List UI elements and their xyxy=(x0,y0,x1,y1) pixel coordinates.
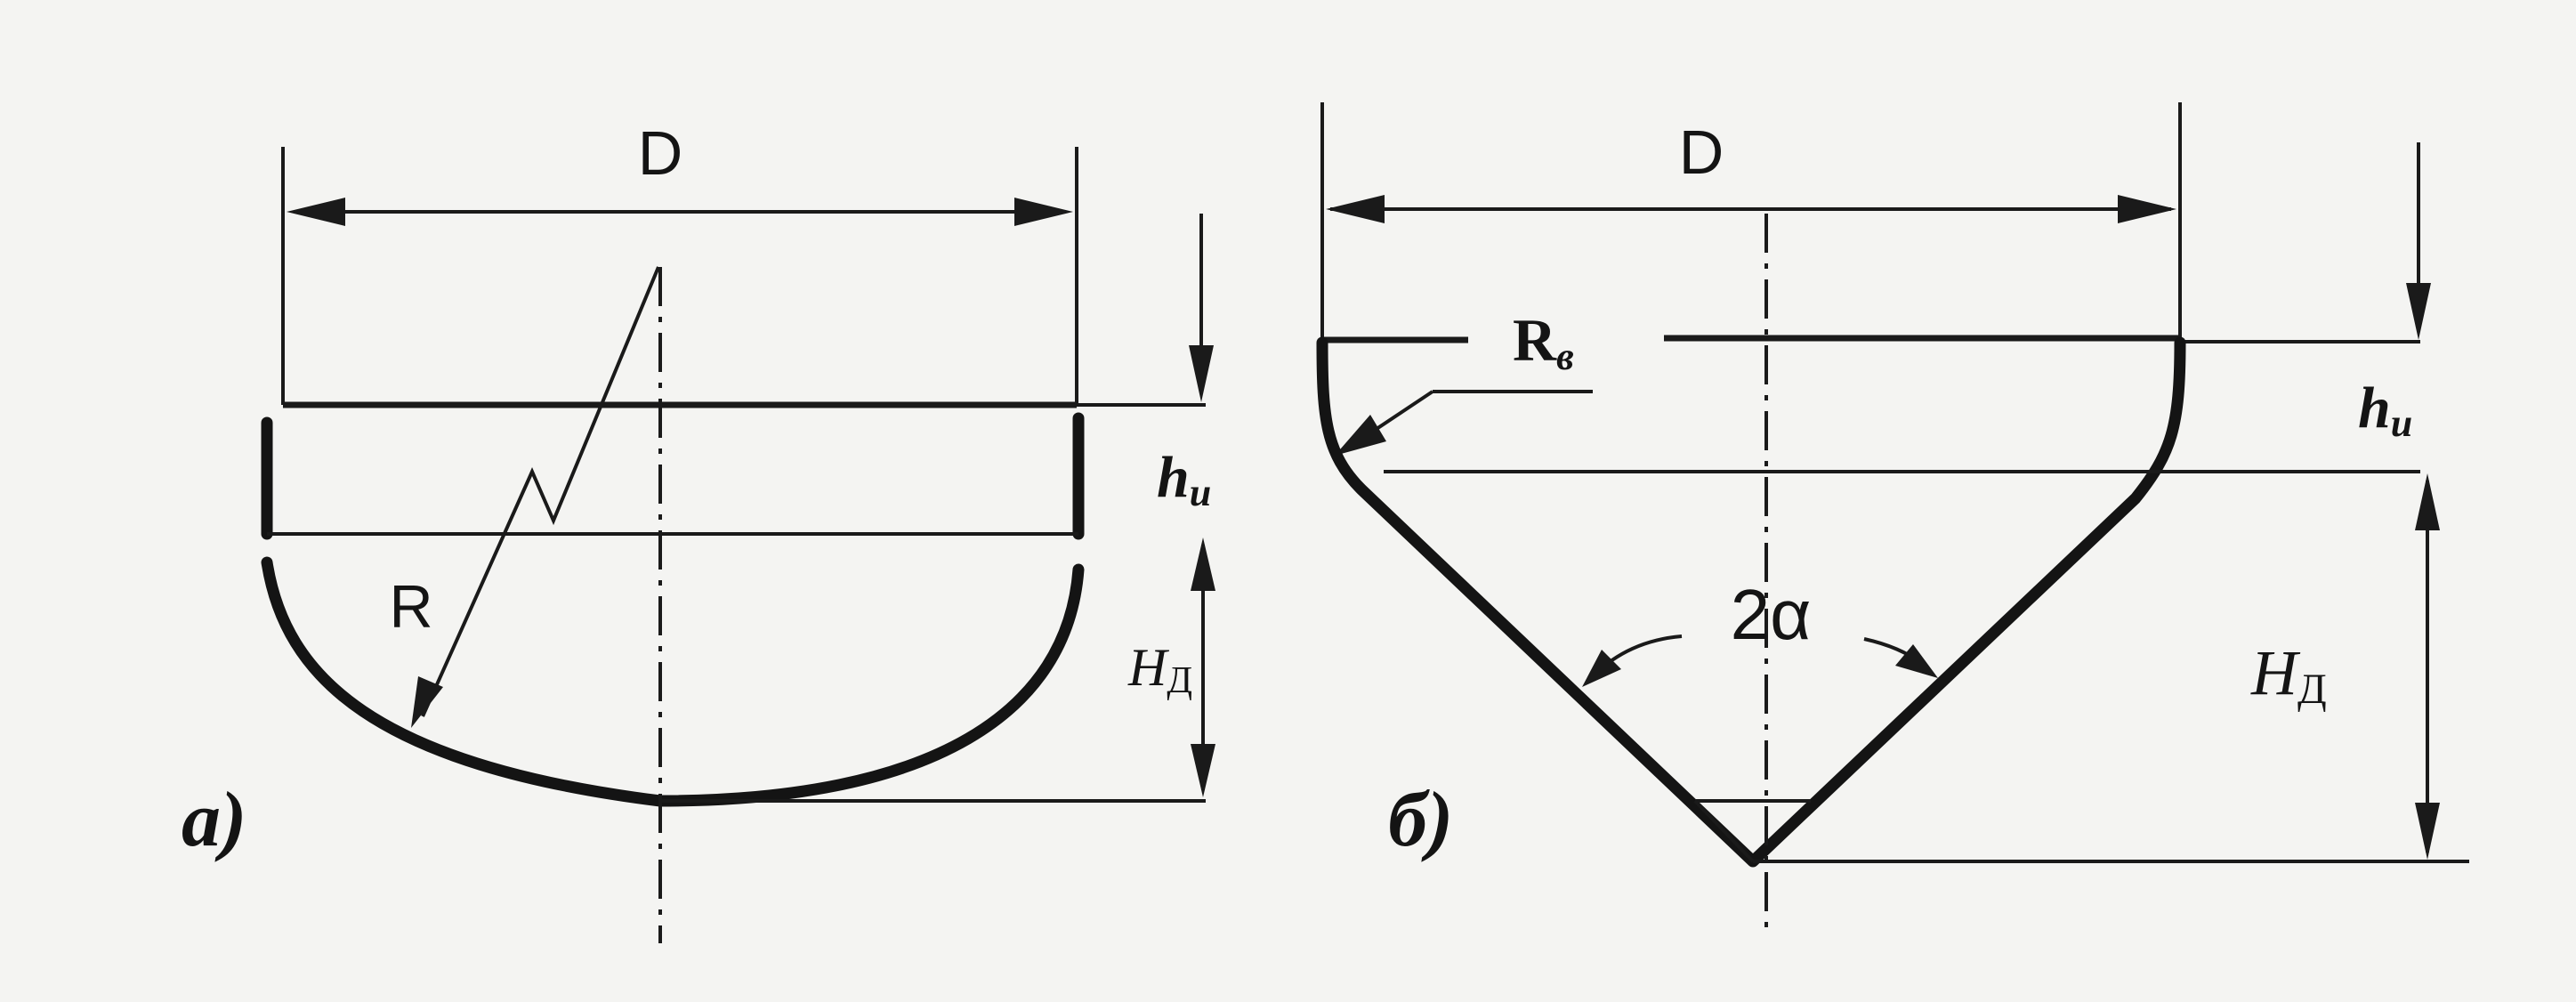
b-angle-arrow-right xyxy=(1895,644,1938,678)
b-diameter-arrow-right xyxy=(2118,195,2176,223)
a-H-label: HД xyxy=(1127,638,1192,701)
b-angle-label: 2α xyxy=(1731,575,1812,654)
a-h-arrow xyxy=(1189,345,1214,402)
b-h-label: hи xyxy=(2358,376,2412,445)
a-H-arrow-bottom xyxy=(1191,744,1215,797)
a-diameter-arrow-right xyxy=(1014,198,1073,226)
b-radius-label: Rв xyxy=(1513,306,1574,378)
figure-a-spherical-bottom: D R hи HД а) xyxy=(182,118,1215,943)
a-H-arrow-top xyxy=(1191,537,1215,591)
b-H-arrow-bottom xyxy=(2415,803,2440,860)
b-H-arrow-top xyxy=(2415,473,2440,530)
a-diameter-arrow-left xyxy=(287,198,345,226)
b-panel-label: б) xyxy=(1388,777,1453,863)
b-tip-left-thin xyxy=(1693,799,1755,863)
a-diameter-label: D xyxy=(638,118,683,188)
a-radius-arrow xyxy=(411,676,443,728)
b-radius-arrow xyxy=(1335,415,1386,456)
a-radius-label: R xyxy=(389,573,432,641)
b-h-arrow xyxy=(2406,283,2431,340)
a-h-label: hи xyxy=(1157,445,1211,514)
a-radius-leader xyxy=(421,266,660,717)
b-angle-arrow-left xyxy=(1582,650,1621,687)
a-panel-label: а) xyxy=(182,777,246,863)
b-diameter-arrow-left xyxy=(1326,195,1385,223)
b-diameter-label: D xyxy=(1679,117,1724,187)
figure-b-conical-bottom: D Rв 2α hи HД б xyxy=(1316,102,2469,934)
b-H-label: HД xyxy=(2250,637,2327,713)
